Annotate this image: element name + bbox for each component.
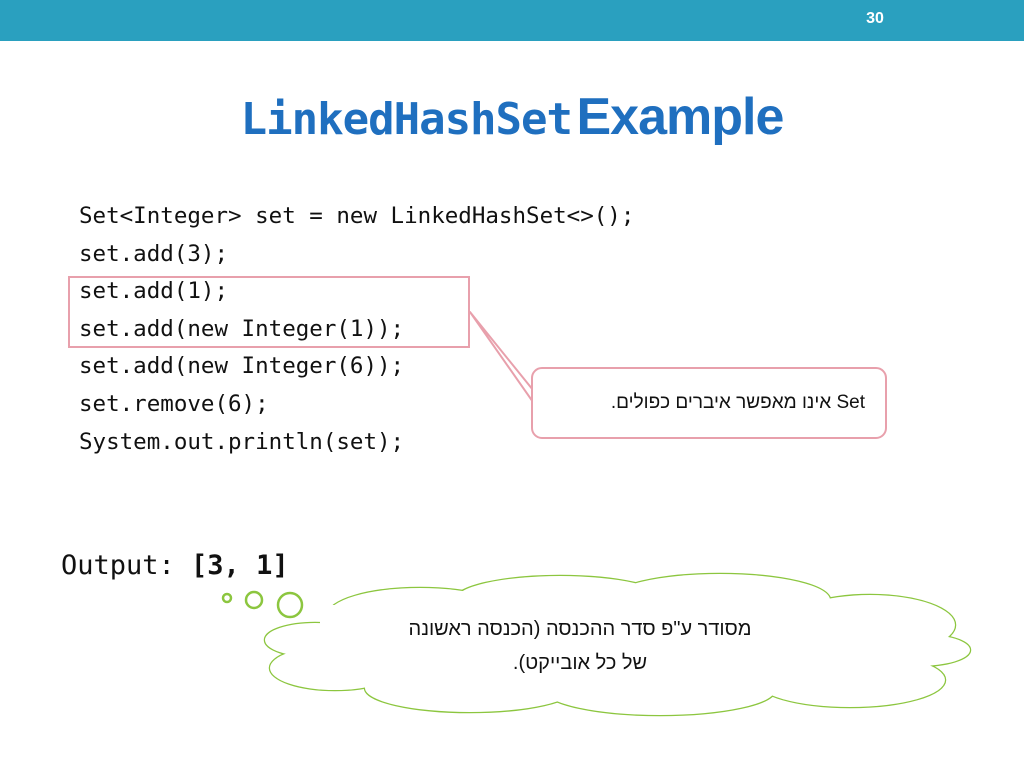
thought-bubble-small	[221, 592, 233, 604]
output-value: [3, 1]	[191, 550, 289, 581]
callout-box: Set אינו מאפשר איברים כפולים.	[531, 367, 887, 439]
thought-bubble-medium	[244, 590, 264, 610]
output-label: Output:	[61, 550, 192, 581]
code-line-remove-6: set.remove(6);	[79, 390, 269, 417]
slide-title: LinkedHashSet Example	[0, 82, 1024, 165]
code-line-println: System.out.println(set);	[79, 428, 405, 455]
code-line-add-new-integer-6: set.add(new Integer(6));	[79, 353, 405, 380]
duplicate-highlight-box	[68, 276, 470, 348]
code-line-add-3: set.add(3);	[79, 240, 229, 267]
thought-bubble-large	[276, 591, 304, 619]
code-block: Set<Integer> set = new LinkedHashSet<>()…	[79, 198, 634, 461]
code-line-declaration: Set<Integer> set = new LinkedHashSet<>()…	[79, 203, 635, 229]
code-line-add-new-integer-1: set.add(new Integer(1));	[79, 315, 405, 342]
output-line: Output: [3, 1]	[61, 546, 289, 586]
cloud-text-line-2: של כל אובייקט).	[512, 652, 648, 674]
code-line-add-1: set.add(1);	[79, 278, 229, 305]
header-bar: 30	[0, 0, 1024, 41]
page-number: 30	[866, 10, 884, 27]
title-class-name: LinkedHashSet	[240, 94, 573, 145]
title-word: Example	[576, 88, 784, 146]
cloud-text: מסודר ע"פ סדר ההכנסה (הכנסה ראשונה של כל…	[360, 612, 800, 680]
cloud-text-line-1: מסודר ע"פ סדר ההכנסה (הכנסה ראשונה	[408, 618, 752, 640]
callout-text: Set אינו מאפשר איברים כפולים.	[610, 392, 865, 413]
